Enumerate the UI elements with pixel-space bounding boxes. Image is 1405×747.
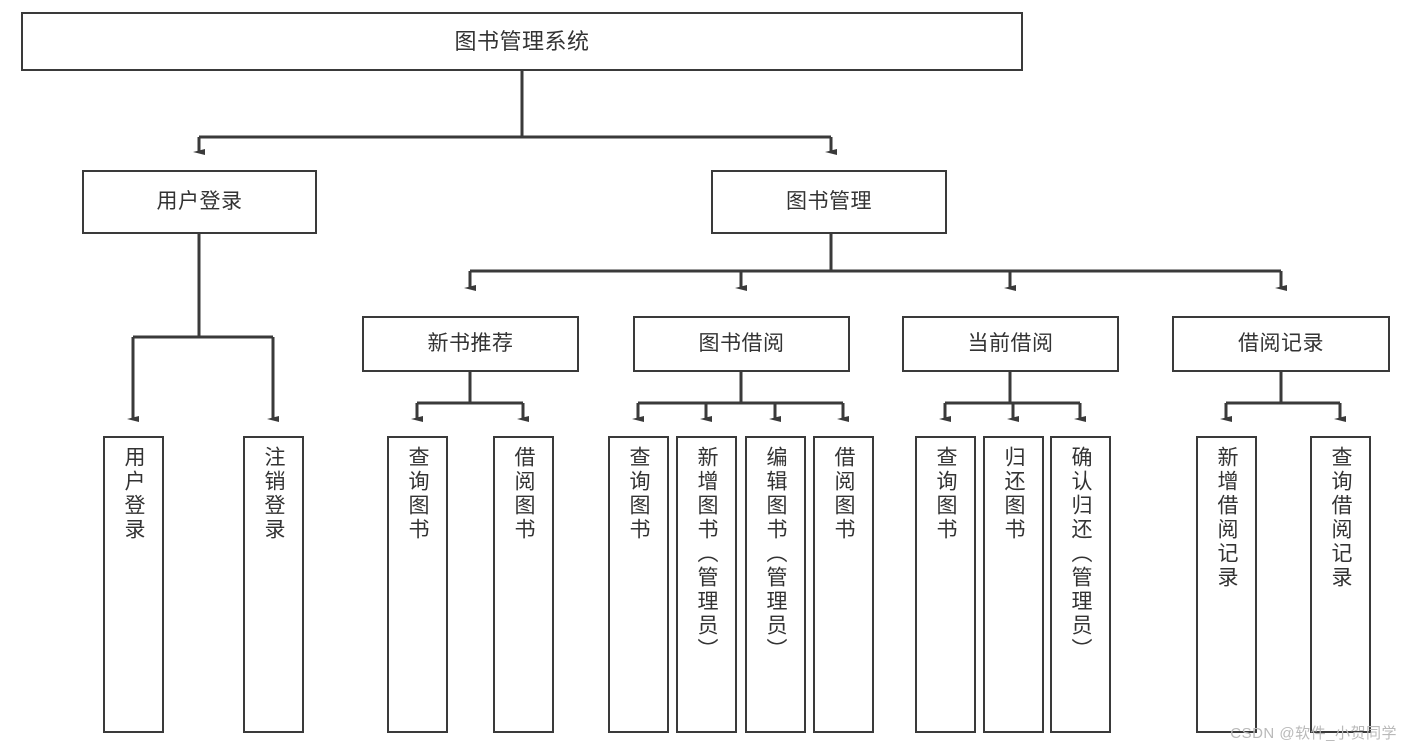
node-book-borrow[interactable]: 图书借阅 xyxy=(633,316,850,372)
node-borrow-record[interactable]: 借阅记录 xyxy=(1172,316,1390,372)
node-borrow-record-label: 借阅记录 xyxy=(1238,331,1324,355)
node-leaf-user-logout-label: 注销登录 xyxy=(262,446,285,542)
node-leaf-user-logout[interactable]: 注销登录 xyxy=(243,436,304,733)
node-leaf-borrow-book-2-label: 借阅图书 xyxy=(832,446,855,542)
node-leaf-return-book-label: 归还图书 xyxy=(1002,446,1025,542)
node-leaf-query-record[interactable]: 查询借阅记录 xyxy=(1310,436,1371,733)
node-leaf-user-login[interactable]: 用户登录 xyxy=(103,436,164,733)
node-leaf-query-record-label: 查询借阅记录 xyxy=(1329,446,1352,590)
node-leaf-confirm-return-label: 确认归还（管理员） xyxy=(1069,446,1092,662)
node-leaf-edit-book[interactable]: 编辑图书（管理员） xyxy=(745,436,806,733)
node-leaf-edit-book-label: 编辑图书（管理员） xyxy=(764,446,787,662)
node-leaf-borrow-book-1-label: 借阅图书 xyxy=(512,446,535,542)
node-leaf-add-record[interactable]: 新增借阅记录 xyxy=(1196,436,1257,733)
node-leaf-add-record-label: 新增借阅记录 xyxy=(1215,446,1238,590)
node-current-borrow[interactable]: 当前借阅 xyxy=(902,316,1119,372)
node-book-management-label: 图书管理 xyxy=(786,189,872,213)
node-new-book-recommend-label: 新书推荐 xyxy=(427,331,514,355)
node-book-borrow-label: 图书借阅 xyxy=(698,331,785,355)
watermark: CSDN @软件_小贺同学 xyxy=(1230,725,1397,742)
node-leaf-add-book-label: 新增图书（管理员） xyxy=(695,446,718,662)
node-user-login-label: 用户登录 xyxy=(156,189,243,213)
node-new-book-recommend[interactable]: 新书推荐 xyxy=(362,316,579,372)
node-root-label: 图书管理系统 xyxy=(454,28,590,54)
node-root[interactable]: 图书管理系统 xyxy=(21,12,1023,71)
node-leaf-query-book-2-label: 查询图书 xyxy=(627,446,650,542)
node-leaf-return-book[interactable]: 归还图书 xyxy=(983,436,1044,733)
node-user-login[interactable]: 用户登录 xyxy=(82,170,317,234)
node-current-borrow-label: 当前借阅 xyxy=(967,331,1054,355)
node-leaf-confirm-return[interactable]: 确认归还（管理员） xyxy=(1050,436,1111,733)
node-leaf-add-book[interactable]: 新增图书（管理员） xyxy=(676,436,737,733)
node-leaf-borrow-book-2[interactable]: 借阅图书 xyxy=(813,436,874,733)
node-book-management[interactable]: 图书管理 xyxy=(711,170,947,234)
node-leaf-borrow-book-1[interactable]: 借阅图书 xyxy=(493,436,554,733)
node-leaf-query-book-1-label: 查询图书 xyxy=(406,446,429,542)
node-leaf-query-book-3[interactable]: 查询图书 xyxy=(915,436,976,733)
node-leaf-user-login-label: 用户登录 xyxy=(122,446,145,542)
node-leaf-query-book-1[interactable]: 查询图书 xyxy=(387,436,448,733)
node-leaf-query-book-2[interactable]: 查询图书 xyxy=(608,436,669,733)
node-leaf-query-book-3-label: 查询图书 xyxy=(934,446,957,542)
